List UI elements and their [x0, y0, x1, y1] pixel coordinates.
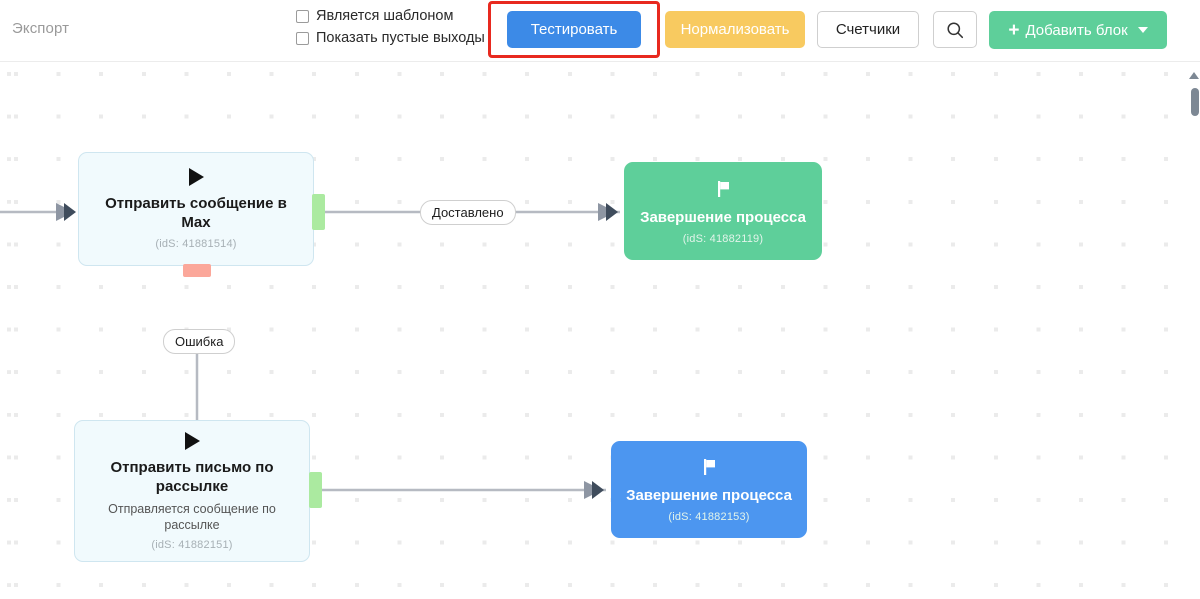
node-title: Отправить письмо по рассылке	[110, 458, 274, 495]
add-block-label: Добавить блок	[1025, 21, 1128, 39]
node-id-label: (idS: 41882119)	[682, 232, 764, 245]
output-port-ok-node1[interactable]	[312, 194, 325, 230]
checkbox-label-is-template: Является шаблоном	[316, 8, 454, 24]
counters-button[interactable]: Счетчики	[817, 11, 919, 48]
flow-layer: Отправить сообщение в Max (idS: 41881514…	[0, 62, 1200, 599]
node-send-message-max[interactable]: Отправить сообщение в Max (idS: 41881514…	[78, 152, 314, 266]
node-id-label: (idS: 41882153)	[668, 511, 750, 523]
scrollbar-thumb[interactable]	[1191, 88, 1199, 116]
scroll-up-arrow-icon[interactable]	[1189, 72, 1199, 79]
play-icon	[184, 431, 200, 450]
output-port-ok-node3[interactable]	[309, 472, 322, 508]
node-title: Завершение процесса	[626, 487, 792, 504]
node-finish-process-green[interactable]: Завершение процесса (idS: 41882119)	[624, 162, 822, 260]
node-title: Завершение процесса	[640, 208, 806, 226]
checkbox-box-show-empty-outputs[interactable]	[296, 31, 309, 45]
node-id-label: (idS: 41881514)	[155, 238, 237, 250]
test-button[interactable]: Тестировать	[507, 11, 641, 48]
edge-label-delivered[interactable]: Доставлено	[420, 200, 516, 225]
checkbox-label-show-empty-outputs: Показать пустые выходы	[316, 30, 485, 46]
normalize-button[interactable]: Нормализовать	[665, 11, 805, 48]
checkbox-is-template[interactable]: Является шаблоном	[296, 7, 485, 25]
toolbar: Экспорт Является шаблоном Показать пусты…	[0, 0, 1200, 62]
node-title: Отправить сообщение в Max	[105, 195, 287, 231]
node-subtitle: Отправляется сообщение по рассылке	[108, 501, 276, 532]
flow-canvas[interactable]: Отправить сообщение в Max (idS: 41881514…	[0, 62, 1200, 599]
search-icon	[946, 21, 964, 39]
node-id-label: (idS: 41882151)	[151, 538, 233, 551]
play-icon	[188, 168, 204, 186]
node-send-mail-campaign[interactable]: Отправить письмо по рассылке Отправляетс…	[74, 420, 310, 562]
search-button[interactable]	[933, 11, 977, 48]
checkbox-box-is-template[interactable]	[296, 9, 309, 23]
node-finish-process-blue[interactable]: Завершение процесса (idS: 41882153)	[611, 441, 807, 538]
add-block-button[interactable]: + Добавить блок	[989, 11, 1167, 49]
checkbox-show-empty-outputs[interactable]: Показать пустые выходы	[296, 29, 485, 47]
plus-icon: +	[1008, 19, 1020, 41]
flag-icon	[698, 456, 720, 478]
vertical-scrollbar[interactable]	[1189, 62, 1200, 599]
output-port-error-node1[interactable]	[183, 264, 211, 277]
edge-label-error[interactable]: Ошибка	[163, 329, 236, 354]
toolbar-checkbox-group: Является шаблоном Показать пустые выходы	[296, 7, 485, 47]
export-link[interactable]: Экспорт	[12, 20, 70, 37]
chevron-down-icon	[1137, 27, 1148, 33]
test-button-highlight: Тестировать	[488, 1, 660, 58]
flag-icon	[712, 178, 734, 200]
